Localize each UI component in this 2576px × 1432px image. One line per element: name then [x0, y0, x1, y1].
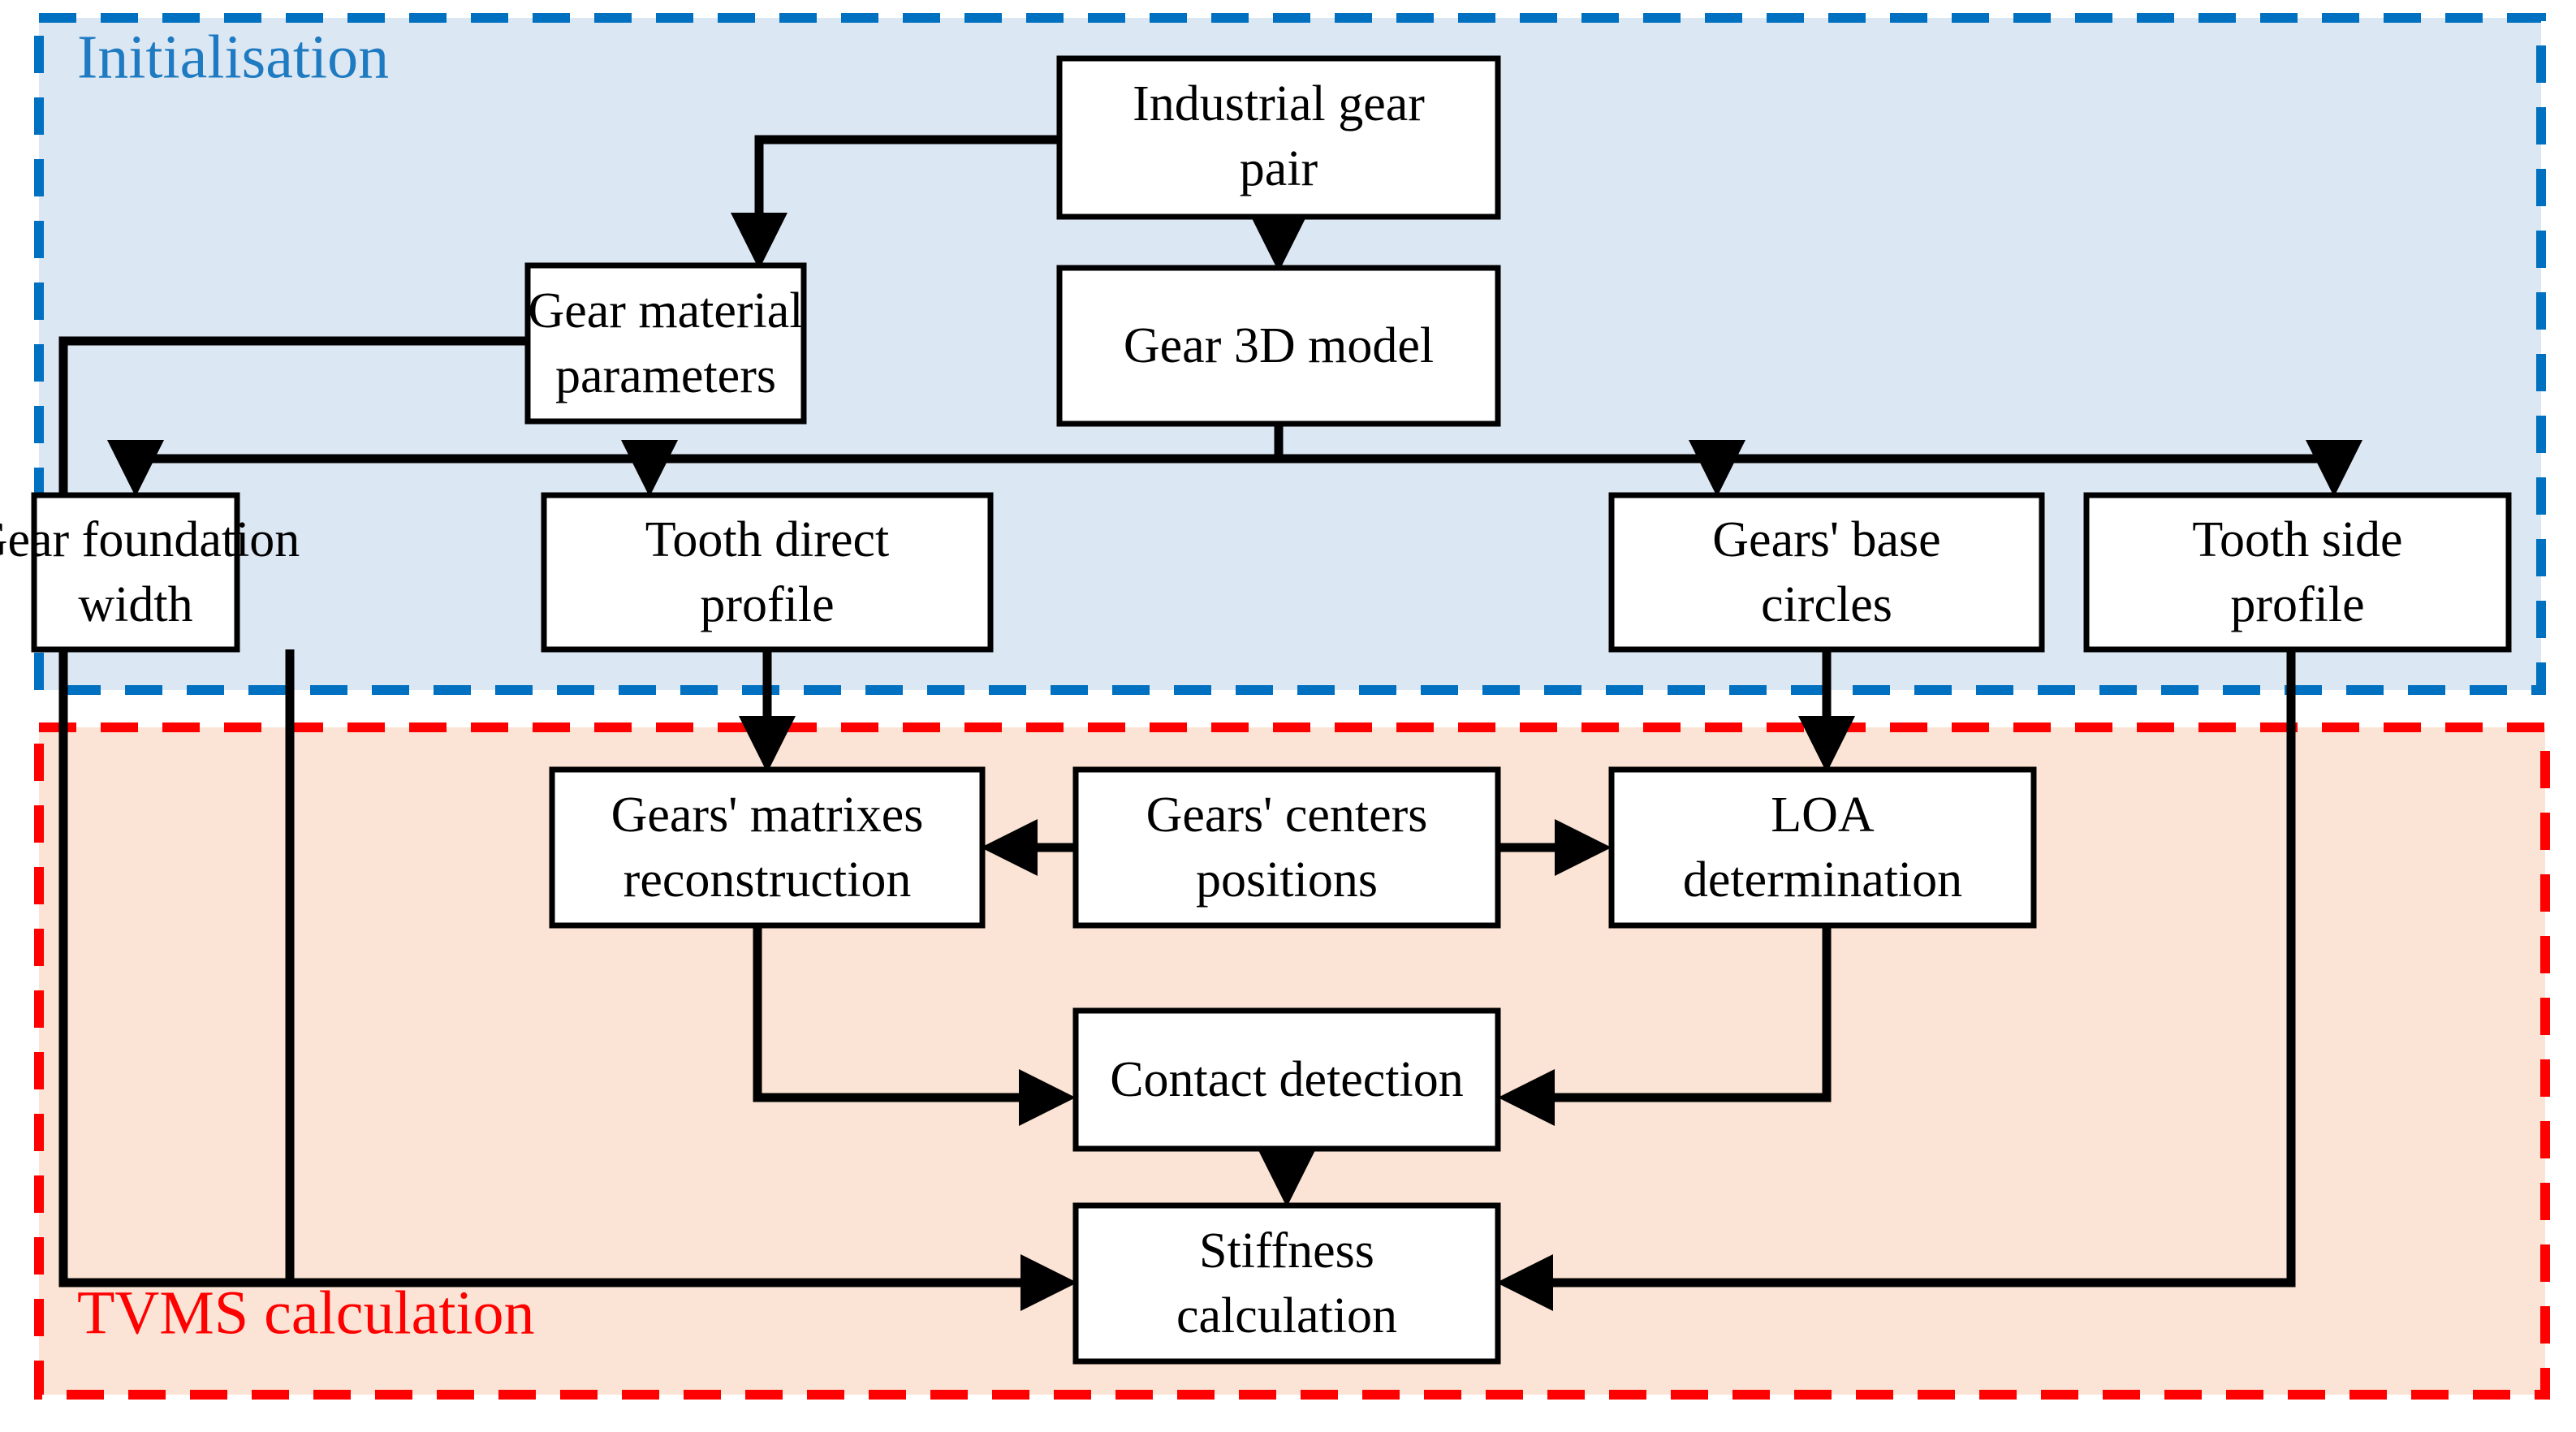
node-label-line-2: determination [1683, 852, 1962, 908]
node-label-line-1: Gears' base [1712, 512, 1940, 567]
node-label-line-1: Gear material [528, 283, 803, 339]
edge-centers-to-matrixes [981, 819, 1076, 876]
node-label-line-1: Tooth side [2192, 512, 2402, 567]
node-box [1056, 265, 1501, 427]
node-gears-matrixes-reconstruction[interactable]: Gears' matrixes reconstruction [549, 766, 986, 929]
edge-toothside-to-stiffness [1496, 649, 2296, 1311]
node-box [1072, 1202, 1501, 1365]
node-label-line-2: profile [700, 577, 834, 632]
edge-contact-to-stiffness [1258, 1149, 1315, 1207]
node-label-line-2: positions [1196, 852, 1378, 908]
node-gear-material-parameters[interactable]: Gear material parameters [524, 262, 807, 425]
edge-3dmodel-to-basecircles [1689, 440, 1745, 497]
node-label-line-1: Stiffness [1199, 1223, 1374, 1279]
zone-initialisation-label: Initialisation [77, 23, 389, 91]
edge-matrixes-to-contact [753, 925, 1076, 1126]
node-label-line-1: Industrial gear [1133, 76, 1425, 132]
node-label-line-1: Gears' matrixes [611, 787, 924, 843]
node-label-line-2: width [78, 577, 192, 632]
node-label-line-1: Gears' centers [1146, 787, 1428, 843]
node-label-line-1: Gear foundation [0, 512, 300, 567]
arrow-head-icon [1258, 1150, 1315, 1207]
node-tooth-direct-profile[interactable]: Tooth direct profile [541, 492, 994, 653]
node-label-line-2: pair [1240, 141, 1318, 196]
node-box [1072, 766, 1501, 929]
node-contact-detection[interactable]: Contact detection [1072, 1007, 1501, 1152]
node-gear-foundation-width[interactable]: Gear foundation width [0, 492, 300, 653]
edge-3dmodel-to-toothside [2306, 440, 2362, 497]
node-box [1056, 55, 1501, 220]
node-loa-determination[interactable]: LOA determination [1608, 766, 2037, 929]
node-label-line-2: profile [2230, 577, 2364, 632]
node-box [1608, 492, 2045, 653]
node-box [1608, 766, 2037, 929]
node-label-line-2: circles [1761, 577, 1892, 632]
node-box [1072, 1007, 1501, 1152]
arrow-head-icon [621, 440, 678, 497]
node-box [31, 492, 240, 653]
zone-tvms-label: TVMS calculation [77, 1279, 535, 1347]
node-box [549, 766, 986, 929]
node-gear-3d-model[interactable]: Gear 3D model [1056, 265, 1501, 427]
node-box [524, 262, 807, 425]
node-stiffness-calculation[interactable]: Stiffness calculation [1072, 1202, 1501, 1365]
edge-loa-to-contact [1498, 925, 1832, 1126]
edge-layer [58, 135, 2362, 1311]
edge-3dmodel-to-foundation [107, 440, 164, 497]
node-label-line-2: calculation [1176, 1288, 1397, 1344]
arrow-head-icon [739, 716, 796, 773]
arrow-head-icon [1250, 215, 1307, 272]
edge-toothdirect-to-matrixes [739, 649, 796, 773]
arrow-head-icon [1498, 1069, 1555, 1126]
arrow-head-icon [731, 213, 787, 270]
node-box [2083, 492, 2512, 653]
node-gears-base-circles[interactable]: Gears' base circles [1608, 492, 2045, 653]
arrow-head-icon [2306, 440, 2362, 497]
arrow-head-icon [1020, 1254, 1077, 1311]
edge-3dmodel-to-toothdirect [621, 440, 678, 497]
node-label-line-2: reconstruction [624, 852, 912, 908]
arrow-head-icon [107, 440, 164, 497]
arrow-head-icon [1689, 440, 1745, 497]
arrow-head-icon [1019, 1069, 1076, 1126]
node-industrial-gear-pair[interactable]: Industrial gear pair [1056, 55, 1501, 220]
edge-foundation-to-stiffness [285, 649, 1047, 1288]
arrow-head-icon [1798, 716, 1855, 773]
arrow-head-icon [1496, 1254, 1553, 1311]
node-label-line-2: parameters [555, 348, 776, 403]
node-label-line-1: LOA [1771, 787, 1875, 843]
node-label-line-1: Gear 3D model [1124, 318, 1434, 373]
edge-basecircles-to-loa [1798, 649, 1855, 773]
edge-pair-to-3dmodel [1250, 215, 1307, 272]
edge-centers-to-loa [1498, 819, 1612, 876]
node-tooth-side-profile[interactable]: Tooth side profile [2083, 492, 2512, 653]
edge-pair-to-material [731, 135, 1059, 270]
node-label-line-1: Contact detection [1110, 1052, 1464, 1107]
arrow-head-icon [981, 819, 1038, 876]
node-label-line-1: Tooth direct [645, 512, 889, 567]
node-box [541, 492, 994, 653]
arrow-head-icon [1555, 819, 1612, 876]
node-gears-centers-positions[interactable]: Gears' centers positions [1072, 766, 1501, 929]
